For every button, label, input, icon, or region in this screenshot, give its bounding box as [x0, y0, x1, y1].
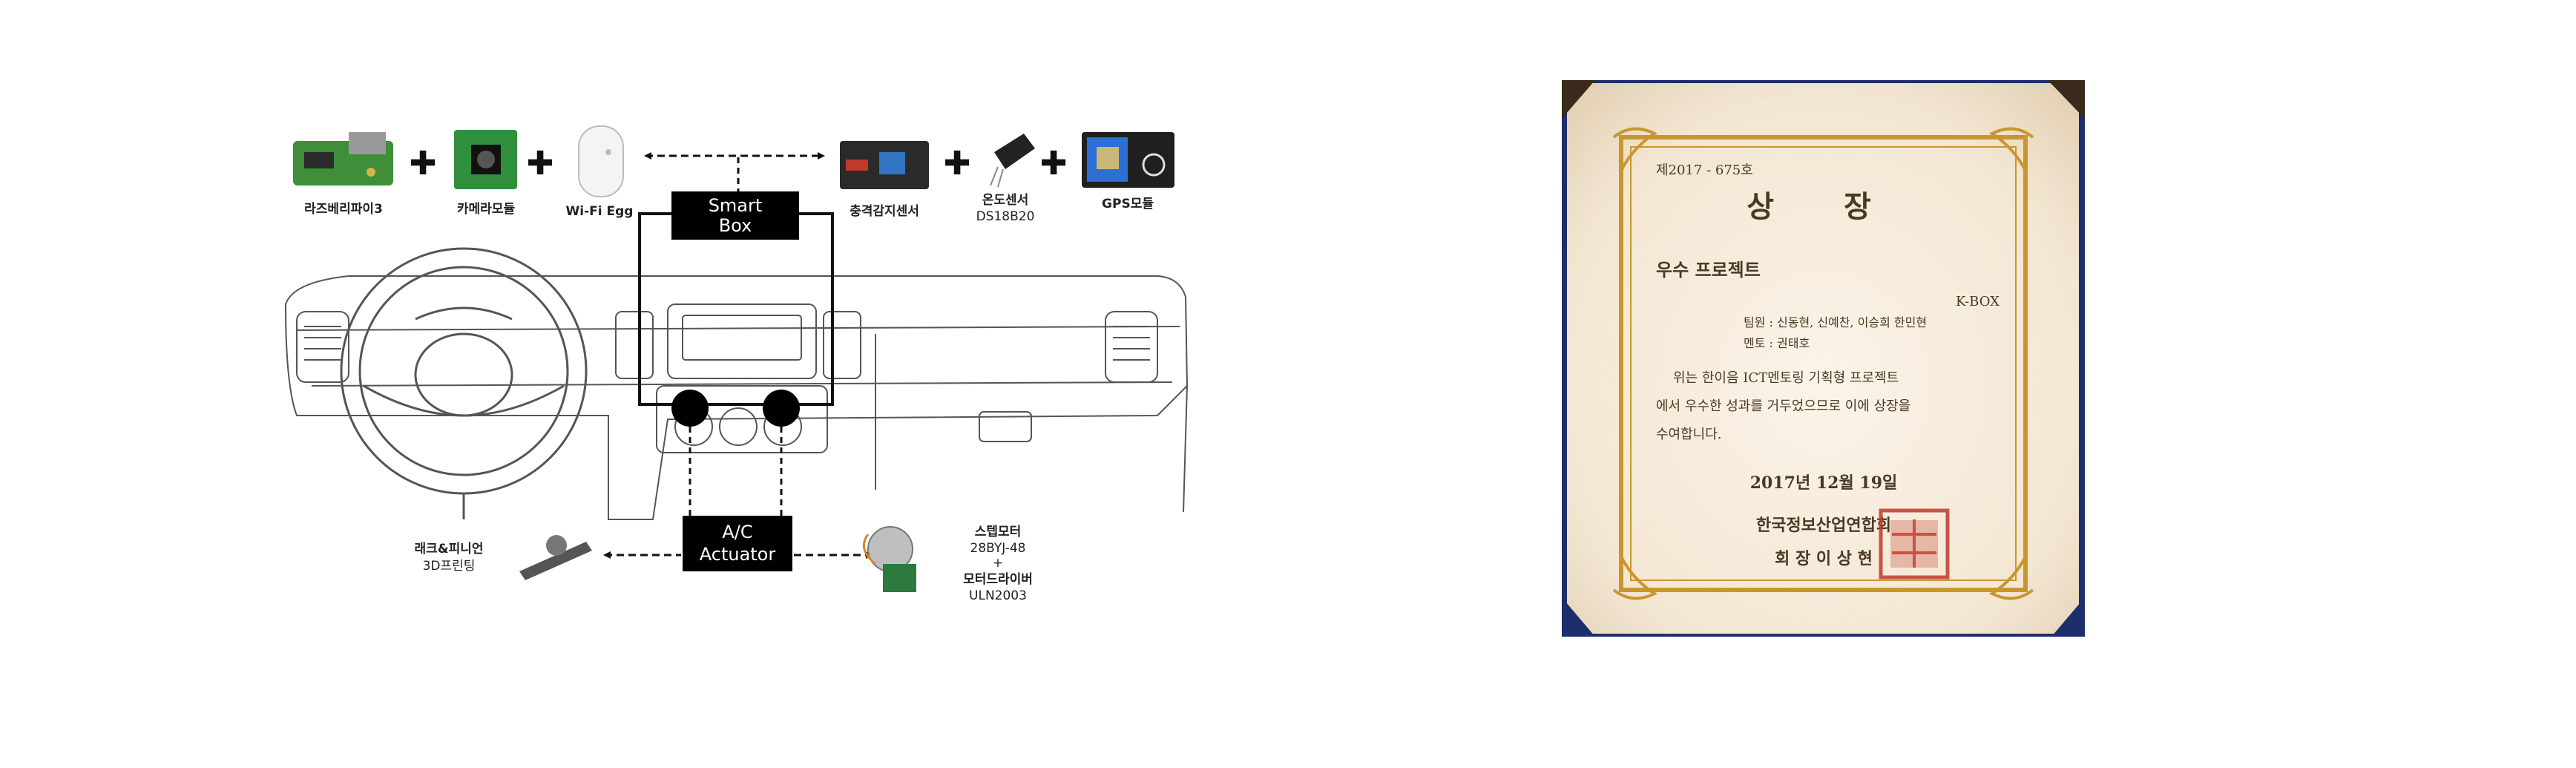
signer-name: 회 장 이 상 현: [1775, 549, 1873, 568]
vent-actuator-left-dot: [671, 390, 709, 427]
plus-icon: ✚: [527, 145, 554, 183]
mentor: 멘토 : 권태호: [1744, 336, 1810, 350]
temp-sensor-label: 온도센서: [982, 193, 1029, 208]
rack-pinion-label: 래크&피니언: [414, 542, 483, 557]
award-name: 우수 프로젝트: [1656, 259, 1761, 280]
motor-driver-model: ULN2003: [969, 588, 1027, 603]
wifi-egg-icon: [578, 125, 624, 197]
team-name: K-BOX: [1956, 294, 2000, 309]
smart-box: Smart Box: [671, 191, 799, 240]
temp-sensor-model: DS18B20: [976, 209, 1035, 224]
certificate-body-line3: 수여합니다.: [1656, 427, 1722, 442]
award-certificate-photo: 제2017 - 675호 상 장 우수 프로젝트 K-BOX 팀원 : 신동현,…: [1562, 80, 2085, 637]
certificate-number: 제2017 - 675호: [1656, 163, 1753, 178]
certificate-title: 상 장: [1747, 189, 1901, 224]
rack-pinion-note: 3D프린팅: [423, 559, 476, 574]
system-diagram: 라즈베리파이3 ✚ 카메라모듈 ✚ Wi-Fi Egg 충격감지센서 ✚: [284, 125, 1189, 603]
car-dashboard-illustration: [284, 275, 1189, 520]
step-motor-icon: [862, 526, 916, 592]
plus-icon: ✚: [944, 145, 971, 183]
ac-actuator-title-line1: A/C: [722, 522, 752, 542]
corner-ornament: [1989, 556, 2034, 600]
gps-module-icon: [1082, 132, 1174, 188]
step-motor-label: 스텝모터: [975, 525, 1022, 539]
plus-sign: +: [993, 556, 1003, 571]
plus-icon: ✚: [1040, 145, 1068, 183]
ac-actuator-box: A/C Actuator: [683, 516, 792, 571]
gps-module-label: GPS모듈: [1102, 197, 1154, 211]
issuing-organization: 한국정보산업연합회: [1756, 516, 1891, 535]
ac-actuator-title-line2: Actuator: [700, 544, 776, 565]
step-motor-model: 28BYJ-48: [970, 541, 1026, 556]
corner-ornament: [1612, 127, 1657, 171]
smartbox-right-wire: [799, 212, 834, 406]
raspberry-pi-label: 라즈베리파이3: [304, 202, 383, 217]
award-date: 2017년 12월 19일: [1750, 473, 1898, 493]
camera-module-icon: [454, 130, 517, 189]
corner-ornament: [1989, 127, 2034, 171]
certificate-paper: [1567, 83, 2079, 634]
official-seal-icon: [1879, 508, 1950, 580]
rack-pinion-icon: [519, 535, 592, 580]
smartbox-left-wire: [638, 212, 671, 406]
corner-ornament: [1612, 556, 1657, 600]
certificate-gold-border: [1619, 135, 2028, 592]
steering-wheel-illustration: [340, 247, 588, 519]
motor-driver-label: 모터드라이버: [963, 572, 1033, 587]
team-members: 팀원 : 신동현, 신예찬, 이승희 한민현: [1744, 315, 1927, 329]
raspberry-pi-icon: [293, 132, 393, 186]
smart-box-title-line1: Smart: [709, 195, 763, 216]
camera-module-label: 카메라모듈: [457, 202, 516, 217]
certificate-body-line1: 위는 한이음 ICT멘토링 기획형 프로젝트: [1673, 370, 1899, 386]
wifi-egg-label: Wi-Fi Egg: [566, 204, 634, 219]
temperature-sensor-icon: [990, 134, 1035, 188]
vent-actuator-right-dot: [763, 390, 800, 427]
plus-icon: ✚: [410, 145, 437, 183]
smart-box-title-line2: Box: [719, 215, 752, 236]
impact-sensor-label: 충격감지센서: [850, 204, 919, 219]
certificate-body-line2: 에서 우수한 성과를 거두었으므로 이에 상장을: [1656, 398, 1910, 414]
impact-sensor-icon: [840, 141, 929, 189]
